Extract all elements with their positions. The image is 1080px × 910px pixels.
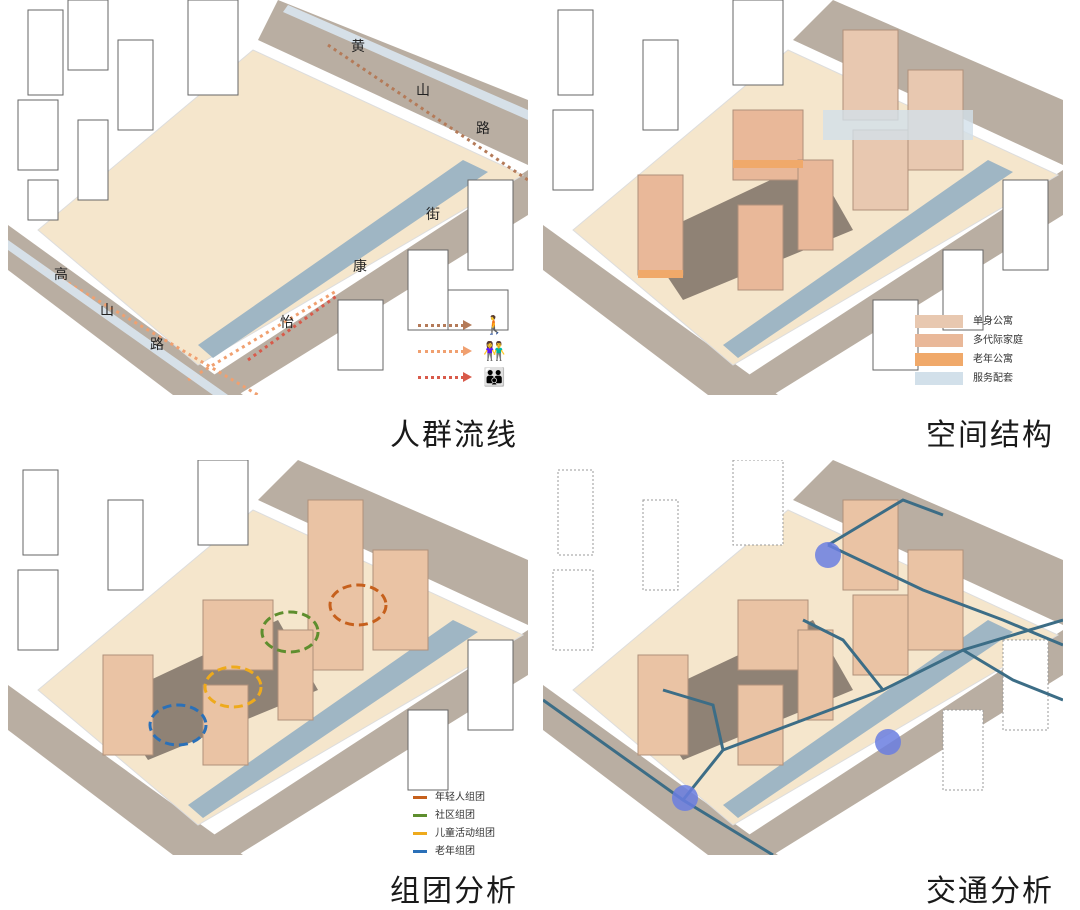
family-icon: 👪: [483, 367, 506, 388]
single-person-icon: 🚶: [483, 315, 506, 336]
caption-crowd-flow: 人群流线: [390, 418, 518, 453]
panel-group-analysis: 年轻人组团 社区组团 儿童活动组团 老年组团: [8, 460, 528, 855]
couple-icon: 👫: [483, 341, 506, 362]
swatch-service: [915, 371, 963, 385]
road-label-shan: 山: [100, 303, 114, 319]
swatch-senior-apartment: [915, 352, 963, 366]
road-markings: [8, 5, 528, 395]
group-analysis-map: [8, 460, 528, 855]
context-buildings: [17, 0, 514, 371]
site-buildings: [637, 29, 973, 300]
traffic-analysis-map: [543, 460, 1063, 855]
legend-label: 服务配套: [973, 373, 1013, 384]
swatch-youth-group: [413, 795, 427, 799]
road-label-huang-3: 路: [476, 121, 490, 137]
road-label-huang-2: 山: [416, 83, 430, 99]
legend-label: 老年公寓: [973, 354, 1013, 365]
spatial-structure-map: [543, 0, 1063, 395]
flow-arrow-family: [418, 372, 472, 382]
road-label-lu: 路: [150, 337, 164, 353]
legend-label: 儿童活动组团: [435, 828, 495, 839]
road-label-kang: 康: [353, 259, 367, 275]
legend-label: 老年组团: [435, 846, 475, 855]
road-label-jie: 街: [426, 207, 440, 223]
swatch-community-group: [413, 813, 427, 817]
legend-label: 多代际家庭: [973, 335, 1023, 346]
site-plot: [37, 49, 525, 366]
panel-crowd-flow: 黄 山 路 街 康 怡 高 山 路 🚶 👫 👪: [8, 0, 528, 395]
crowd-flow-map: [8, 0, 528, 395]
swatch-multigen-family: [915, 333, 963, 347]
panel-traffic-analysis: [543, 460, 1063, 855]
road-label-gao: 高: [54, 267, 68, 283]
road-label-yi: 怡: [280, 315, 294, 331]
kangyi-street: [183, 170, 528, 395]
legend-label: 年轻人组团: [435, 792, 485, 803]
legend-label: 社区组团: [435, 810, 475, 821]
flow-lines: [37, 43, 528, 395]
context-buildings: [552, 0, 1049, 371]
swatch-children-group: [413, 831, 427, 835]
panel-spatial-structure: 单身公寓 多代际家庭 老年公寓 服务配套: [543, 0, 1063, 395]
legend-label: 单身公寓: [973, 316, 1013, 327]
caption-group-analysis: 组团分析: [390, 874, 518, 909]
flow-arrow-couple: [418, 346, 472, 356]
traffic-nodes: [672, 542, 901, 811]
swatch-single-apartment: [915, 314, 963, 328]
flow-arrow-single: [418, 320, 472, 330]
caption-spatial-structure: 空间结构: [926, 418, 1054, 453]
group-rings: [148, 583, 388, 747]
caption-traffic-analysis: 交通分析: [926, 874, 1054, 909]
huangshan-road: [258, 0, 528, 165]
road-label-huang-1: 黄: [351, 39, 365, 55]
swatch-senior-group: [413, 849, 427, 853]
canal: [198, 160, 488, 358]
